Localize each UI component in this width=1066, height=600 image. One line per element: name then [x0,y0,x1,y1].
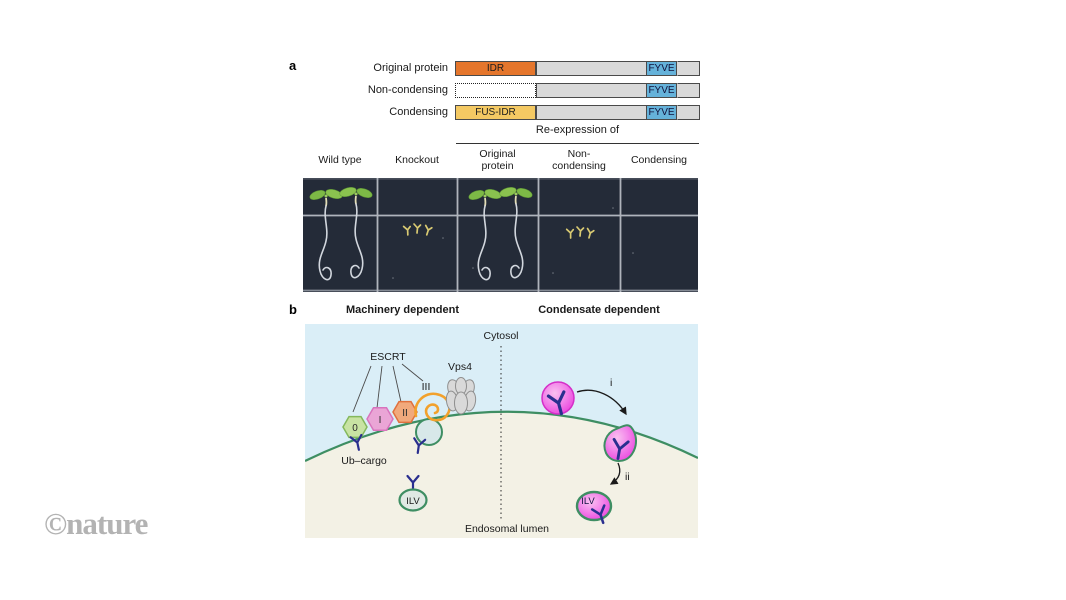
linker-segment [536,83,646,98]
ilv-label: ILV [406,496,420,507]
escrt-pointer-lines [352,363,424,413]
fyve-domain: FYVE [646,83,677,98]
escrt-label: ESCRT [370,351,406,363]
cytosol-label: Cytosol [483,330,518,342]
construct-bar-original: IDR FYVE [455,61,700,76]
construct-bar-condensing: FUS-IDR FYVE [455,105,700,120]
column-header-non-condensing: Non-condensing [552,148,606,172]
escrt-I-label: I [379,415,382,426]
membrane-bud [415,418,443,446]
idr-segment: IDR [455,61,536,76]
escrt-I-hexagon [366,406,394,432]
condensate-droplet [541,381,575,415]
nature-watermark: ©nature [44,506,148,541]
fyve-domain: FYVE [646,105,677,120]
step-ii-label: ii [625,471,630,483]
column-header-wild-type: Wild type [318,154,362,167]
endosomal-lumen-label: Endosomal lumen [465,523,549,535]
column-header-knockout: Knockout [395,154,439,167]
construct-bar-noncondensing: FYVE [455,83,700,98]
escrt-II-hexagon [392,400,418,424]
linker-segment [536,105,646,120]
budding-condensate [603,424,637,462]
step-i-label: i [610,377,612,389]
step-i-arrow [576,389,627,416]
reexpression-label: Re-expression of [535,124,620,136]
construct-label-original: Original protein [373,62,448,74]
ilv-vesicle [398,488,428,512]
ub-cargo-label: Ub–cargo [341,455,387,467]
deleted-idr-segment [455,83,536,98]
escrt-II-label: II [402,408,408,419]
ilv-label: ILV [581,496,595,507]
vps4-label: Vps4 [448,361,472,373]
escrt-III-label: III [422,381,431,393]
reexpression-underline [456,143,699,144]
machinery-dependent-title: Machinery dependent [345,304,460,316]
cterm-segment [677,61,700,76]
construct-label-noncondensing: Non-condensing [367,84,448,96]
column-header-condensing: Condensing [630,154,688,167]
escrt-0-label: 0 [352,423,358,434]
panel-a-label: a [289,58,297,73]
fus-idr-segment: FUS-IDR [455,105,536,120]
cterm-segment [677,105,700,120]
vps4-complex [445,377,477,415]
construct-label-condensing: Condensing [389,106,448,118]
escrt-III-spiral [414,392,451,422]
linker-segment [536,61,646,76]
seedling-photo-strip [303,178,698,292]
cterm-segment [677,83,700,98]
step-ii-arrow [609,462,621,485]
fyve-domain: FYVE [646,61,677,76]
endosome-diagram: Cytosol Endosomal lumen ESCRT 0 I II III… [305,324,698,538]
plate-grid-lines [303,178,698,292]
condensate-dependent-title: Condensate dependent [538,304,660,316]
panel-b-label: b [289,302,297,317]
